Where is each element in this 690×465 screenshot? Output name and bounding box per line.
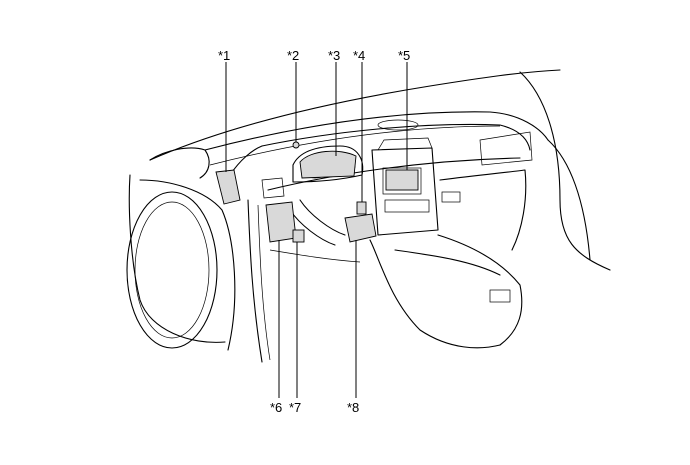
- leader-lines: [225, 62, 408, 398]
- component-7-relay: [292, 229, 305, 243]
- component-1-ecu: [215, 169, 241, 205]
- callout-label-4: *4: [353, 48, 365, 63]
- component-2-sensor: [292, 141, 300, 149]
- component-3-combination-meter: [299, 150, 357, 179]
- callout-label-8: *8: [347, 400, 359, 415]
- callout-label-2: *2: [287, 48, 299, 63]
- callout-label-5: *5: [398, 48, 410, 63]
- callout-label-1: *1: [218, 48, 230, 63]
- callout-label-6: *6: [270, 400, 282, 415]
- component-6-junction-block: [265, 201, 297, 243]
- vehicle-interior-drawing: [126, 69, 611, 363]
- component-8-ecu: [344, 213, 377, 243]
- callout-label-7: *7: [289, 400, 301, 415]
- component-5-display: [385, 169, 419, 191]
- callout-label-3: *3: [328, 48, 340, 63]
- component-4-switch: [356, 201, 367, 215]
